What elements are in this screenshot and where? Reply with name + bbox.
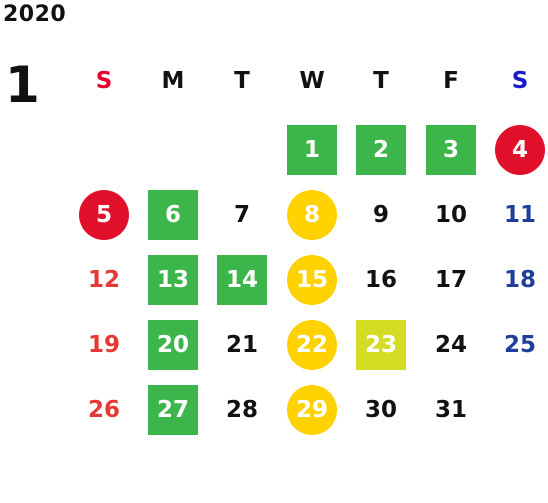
day-cell-13[interactable]: 13	[148, 255, 198, 305]
day-cell-21[interactable]: 21	[225, 332, 258, 358]
day-cell-4[interactable]: 4	[495, 125, 545, 175]
day-cell-20[interactable]: 20	[148, 320, 198, 370]
day-cell-12[interactable]: 12	[87, 267, 120, 293]
day-cell-11[interactable]: 11	[503, 202, 536, 228]
day-cell-15[interactable]: 15	[287, 255, 337, 305]
weekday-label: T	[234, 68, 250, 94]
day-cell-29[interactable]: 29	[287, 385, 337, 435]
day-cell-18[interactable]: 18	[503, 267, 536, 293]
day-cell-27[interactable]: 27	[148, 385, 198, 435]
day-cell-6[interactable]: 6	[148, 190, 198, 240]
day-cell-3[interactable]: 3	[426, 125, 476, 175]
day-cell-7[interactable]: 7	[233, 202, 250, 228]
calendar-year: 2020	[3, 2, 67, 27]
day-cell-30[interactable]: 30	[364, 397, 397, 423]
day-cell-22[interactable]: 22	[287, 320, 337, 370]
day-cell-19[interactable]: 19	[87, 332, 120, 358]
day-cell-23[interactable]: 23	[356, 320, 406, 370]
day-cell-9[interactable]: 9	[372, 202, 389, 228]
day-cell-31[interactable]: 31	[434, 397, 467, 423]
day-cell-25[interactable]: 25	[503, 332, 536, 358]
day-cell-14[interactable]: 14	[217, 255, 267, 305]
day-cell-1[interactable]: 1	[287, 125, 337, 175]
weekday-label: M	[161, 68, 185, 94]
day-cell-5[interactable]: 5	[79, 190, 129, 240]
day-cell-28[interactable]: 28	[225, 397, 258, 423]
weekday-label: S	[95, 68, 113, 94]
day-cell-8[interactable]: 8	[287, 190, 337, 240]
weekday-label: S	[511, 68, 529, 94]
day-cell-2[interactable]: 2	[356, 125, 406, 175]
day-cell-10[interactable]: 10	[434, 202, 467, 228]
weekday-label: F	[443, 68, 459, 94]
day-cell-24[interactable]: 24	[434, 332, 467, 358]
day-cell-17[interactable]: 17	[434, 267, 467, 293]
day-cell-16[interactable]: 16	[364, 267, 397, 293]
weekday-label: W	[299, 68, 325, 94]
day-cell-26[interactable]: 26	[87, 397, 120, 423]
calendar-month: 1	[5, 56, 40, 114]
weekday-label: T	[373, 68, 389, 94]
